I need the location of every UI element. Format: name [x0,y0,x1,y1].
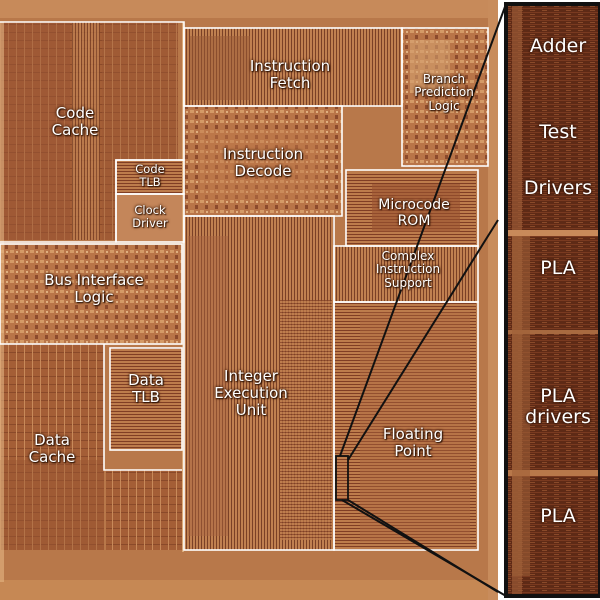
label-complex-instruction-support: Complex Instruction Support [375,249,441,290]
zoom-label-pla-top: PLA [540,257,576,279]
die-border [0,0,498,18]
label-branch-prediction-logic: Branch Prediction Logic [414,72,474,113]
bus-interface-region [0,244,182,344]
zoom-callout-lines [339,3,507,597]
label-code-tlb: Code TLB [135,162,165,189]
label-code-cache: Code Cache [51,104,99,139]
zoom-panel-frame [504,2,600,598]
label-microcode-rom: Microcode ROM [378,197,450,229]
data-cache-region [0,344,104,550]
label-bus-interface-logic: Bus Interface Logic [44,271,144,306]
data-tlb-region [110,348,182,448]
instruction-decode-region [184,106,342,216]
block-outlines [0,21,489,551]
code-tlb-region [116,160,182,194]
label-instruction-decode: Instruction Decode [222,145,304,180]
zoom-label-adder: Adder [529,35,587,57]
zoom-label-test: Test [539,121,577,143]
label-data-cache: Data Cache [28,431,76,466]
label-integer-execution-unit: Integer Execution Unit [214,367,288,419]
label-data-tlb: Data TLB [128,371,164,406]
zoom-label-drivers: Drivers [523,177,593,199]
label-floating-point: Floating Point [382,425,444,460]
zoom-label-pla-drivers: PLA drivers [525,385,591,428]
clock-driver-region [116,194,182,242]
zoom-label-pla-bottom: PLA [540,505,576,527]
label-instruction-fetch: Instruction Fetch [249,57,331,92]
label-clock-driver: Clock Driver [132,203,168,230]
